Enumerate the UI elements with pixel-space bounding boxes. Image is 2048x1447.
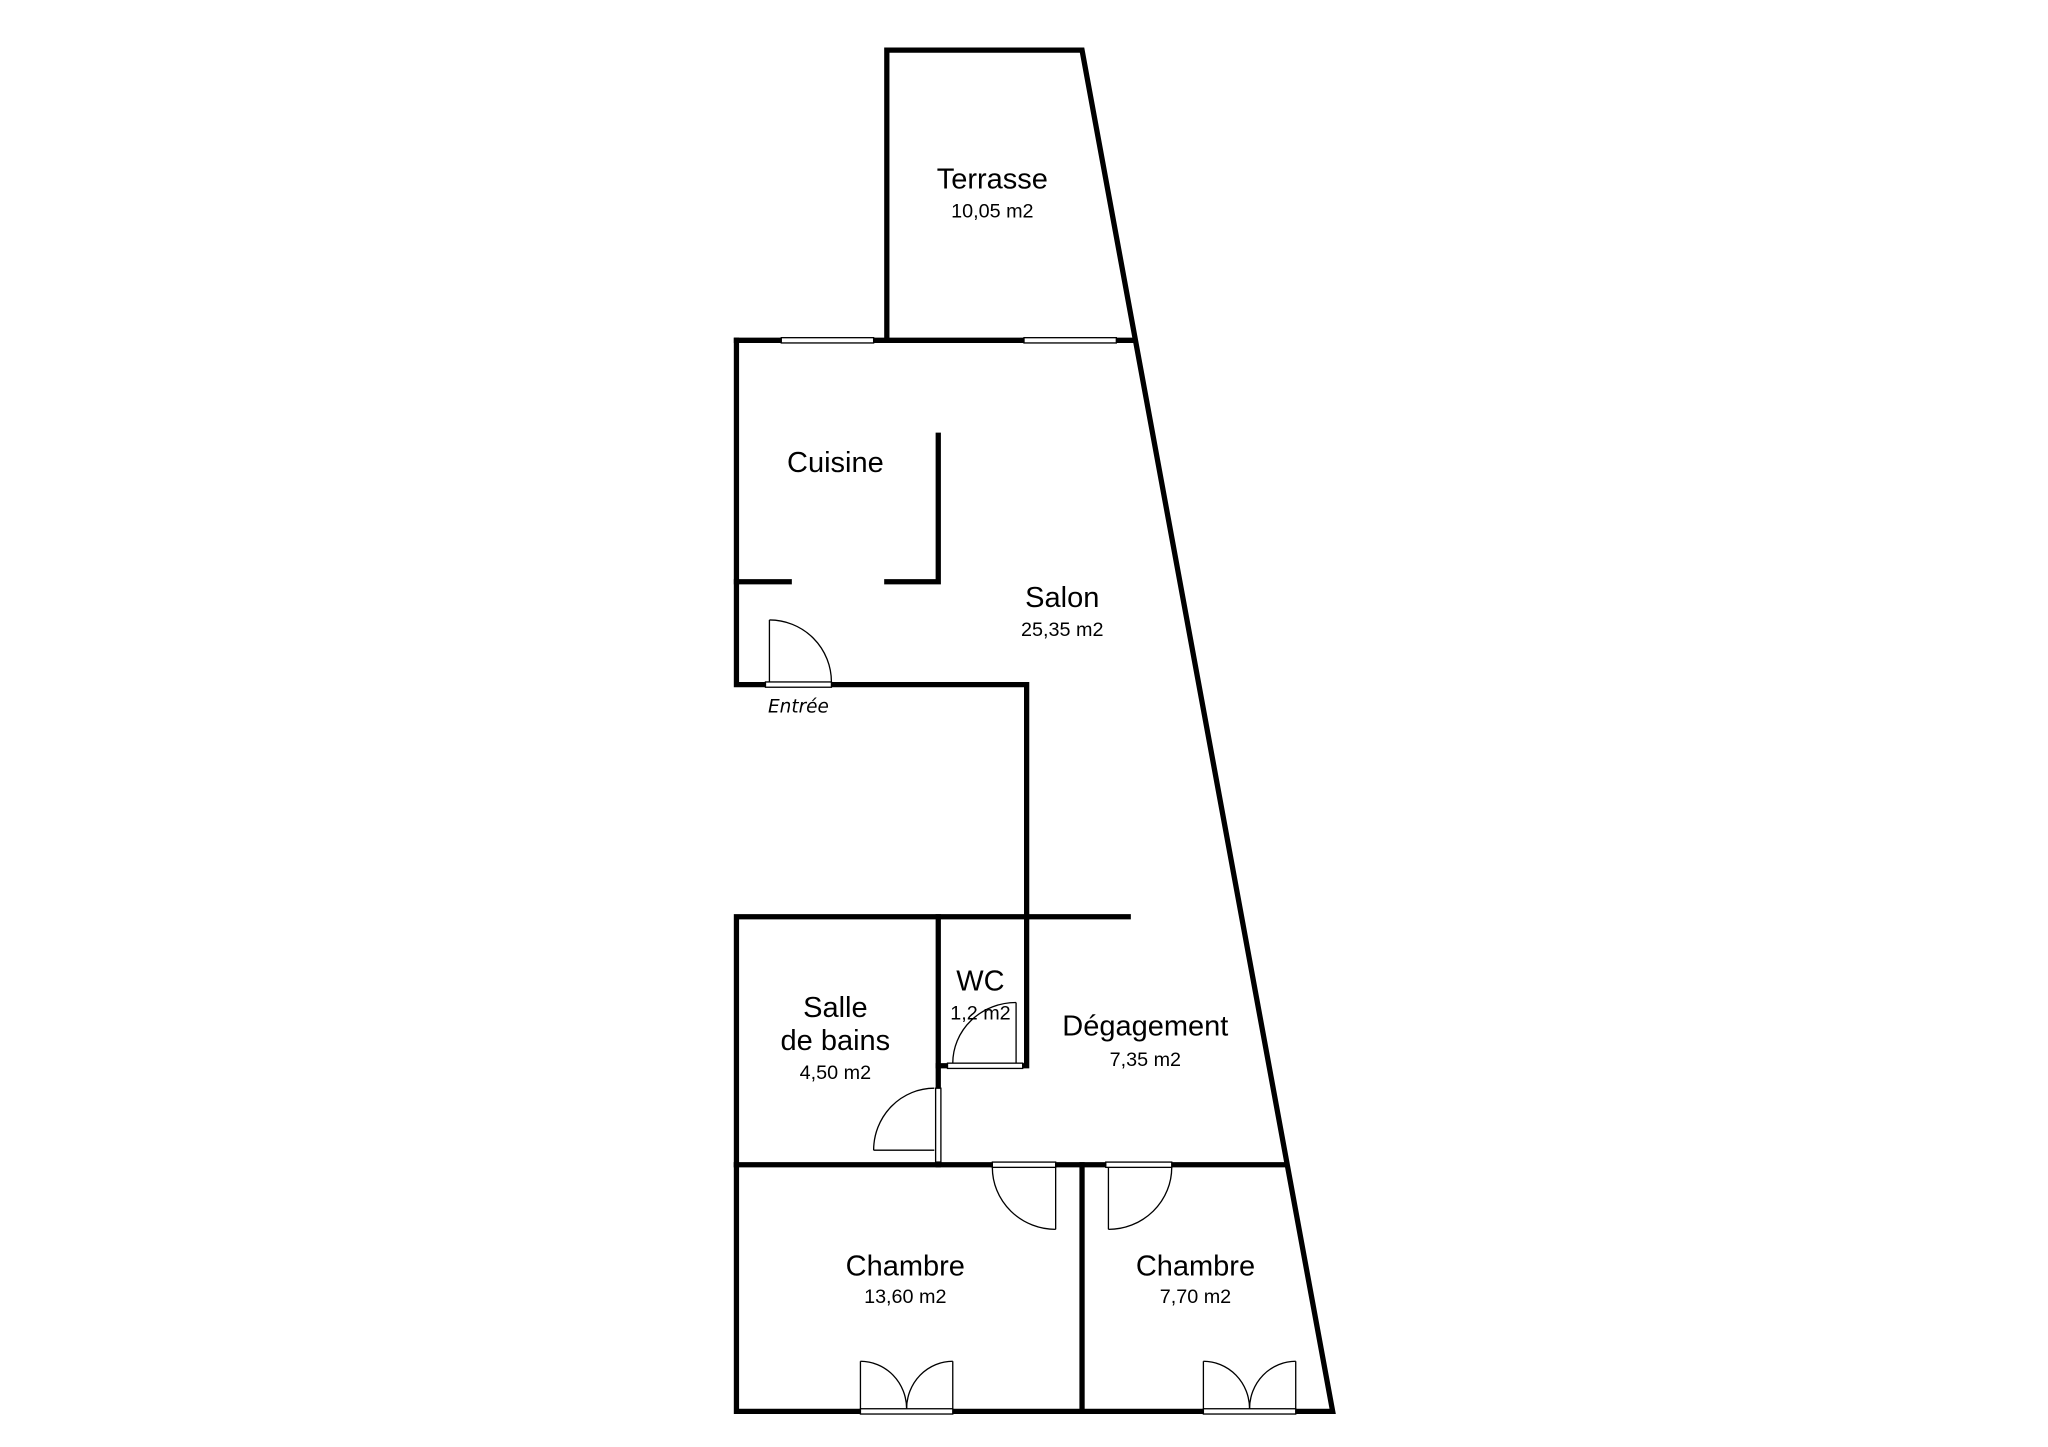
bathroom-top-wall [733,914,1131,1168]
wc-area: 1,2 m2 [950,1003,1010,1025]
salon-area: 25,35 m2 [1021,619,1103,641]
door-salle-de-bains[interactable] [872,1087,942,1163]
salon-label: Salon [1025,582,1099,614]
french-window-chambre-2[interactable] [1202,1360,1297,1415]
terrasse-walls [733,47,1336,1415]
door-chambre-2[interactable] [1105,1161,1173,1231]
salle-de-bains-label-line2: de bains [781,1025,891,1057]
entree-label: Entrée [768,696,829,717]
cuisine-partition [884,432,941,585]
window-salon-right [1023,337,1117,344]
terrasse-label: Terrasse [937,164,1048,196]
salle-de-bains-area: 4,50 m2 [800,1062,871,1084]
chambre-1-area: 13,60 m2 [864,1286,946,1308]
wc-label: WC [956,966,1004,998]
degagement-area: 7,35 m2 [1110,1049,1181,1071]
door-entree[interactable] [764,619,833,688]
walls [733,47,1336,1415]
chambre-2-area: 7,70 m2 [1160,1286,1231,1308]
chambre-1-label: Chambre [846,1251,965,1283]
french-window-chambre-1[interactable] [859,1360,954,1415]
windows [780,337,1117,344]
door-wc[interactable] [946,1001,1024,1070]
terrasse-area: 10,05 m2 [951,201,1033,223]
salon-left-wall [733,337,1030,920]
degagement-label: Dégagement [1062,1010,1228,1042]
window-salon-left [780,337,875,344]
chambre-2-label: Chambre [1136,1251,1255,1283]
cuisine-label: Cuisine [787,447,884,479]
door-chambre-1[interactable] [991,1161,1057,1231]
salle-de-bains-label-line1: Salle [803,992,868,1024]
